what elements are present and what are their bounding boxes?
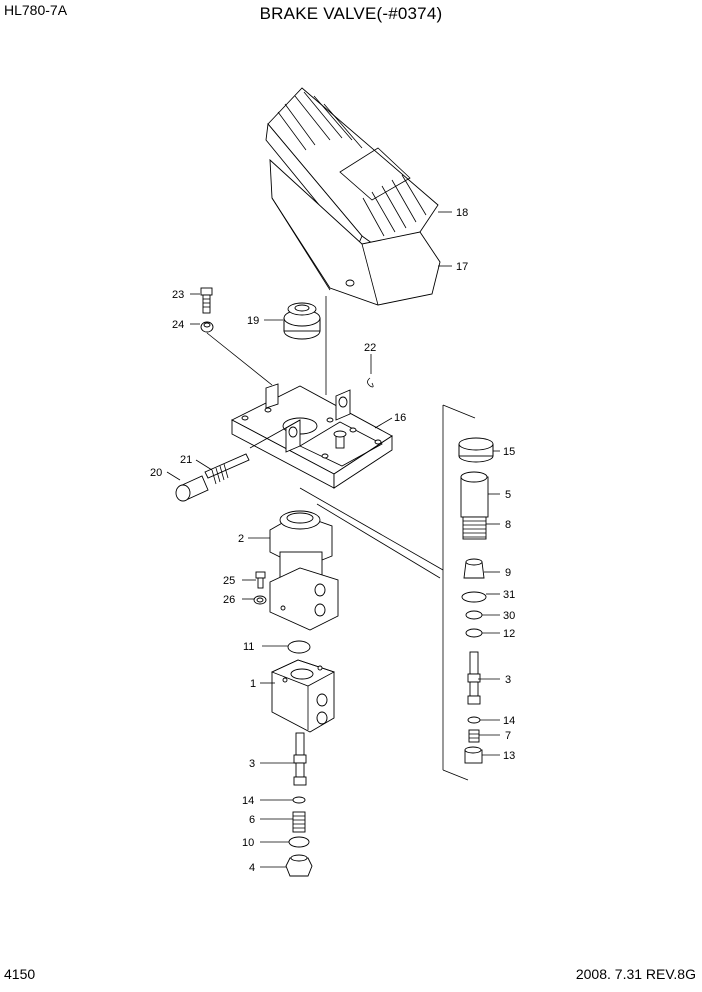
page-title: BRAKE VALVE(-#0374) bbox=[259, 4, 443, 23]
column-bracket-line bbox=[442, 769, 469, 781]
page-number: 4150 bbox=[4, 966, 36, 982]
callout-24: 24 bbox=[172, 319, 184, 331]
column-bracket-line bbox=[442, 404, 476, 419]
nut-part-24 bbox=[200, 321, 273, 386]
callout-16: 16 bbox=[394, 412, 406, 424]
callout-6: 6 bbox=[249, 814, 255, 826]
callout-10: 10 bbox=[242, 837, 254, 849]
ring-part-14-right bbox=[467, 716, 481, 724]
cap-part-13 bbox=[464, 746, 483, 764]
cover-part-15 bbox=[458, 437, 494, 463]
callout-21: 21 bbox=[180, 454, 192, 466]
spool-part-3-right bbox=[467, 651, 481, 705]
spring-part-8 bbox=[462, 516, 487, 540]
callout-5: 5 bbox=[505, 489, 511, 501]
valve-housing-part-2 bbox=[269, 510, 339, 631]
callout-18: 18 bbox=[456, 207, 468, 219]
bolt-part-25 bbox=[255, 571, 266, 589]
washer-part-26 bbox=[253, 595, 267, 605]
sleeve-part-5 bbox=[460, 471, 489, 518]
seal-part-12 bbox=[465, 628, 483, 638]
callout-11: 11 bbox=[243, 641, 254, 653]
callout-12: 12 bbox=[503, 628, 515, 640]
snap-ring-part-31 bbox=[461, 591, 487, 603]
callout-14: 14 bbox=[242, 795, 254, 807]
pedal-pad-part-18 bbox=[265, 87, 439, 251]
rubber-stopper-part-19 bbox=[283, 302, 321, 340]
reference-line bbox=[299, 487, 444, 571]
reference-line bbox=[249, 419, 301, 449]
o-ring-part-10 bbox=[288, 836, 310, 848]
spring-part-6 bbox=[292, 811, 306, 833]
callout-20: 20 bbox=[150, 467, 162, 479]
callout-3: 3 bbox=[249, 758, 255, 770]
callout-31: 31 bbox=[503, 589, 515, 601]
callout-13: 13 bbox=[503, 750, 515, 762]
callout-9: 9 bbox=[505, 567, 511, 579]
callout-1: 1 bbox=[250, 678, 256, 690]
callout-3-right: 3 bbox=[505, 674, 511, 686]
callout-7: 7 bbox=[505, 730, 511, 742]
callout-2: 2 bbox=[238, 533, 244, 545]
callout-17: 17 bbox=[456, 261, 468, 273]
pin-part-22 bbox=[367, 377, 374, 388]
revision-date: 2008. 7.31 REV.8G bbox=[575, 966, 696, 982]
plug-part-4 bbox=[285, 854, 313, 877]
washer-part-30 bbox=[465, 610, 483, 620]
callout-19: 19 bbox=[247, 315, 259, 327]
callout-26: 26 bbox=[223, 594, 235, 606]
ring-part-14 bbox=[292, 796, 306, 804]
pedal-bracket-part-17 bbox=[269, 158, 441, 395]
callout-15: 15 bbox=[503, 446, 515, 458]
callout-14-right: 14 bbox=[503, 715, 515, 727]
callout-23: 23 bbox=[172, 289, 184, 301]
retainer-part-9 bbox=[463, 558, 485, 579]
callout-4: 4 bbox=[249, 862, 255, 874]
pin-part-21 bbox=[204, 453, 250, 485]
o-ring-part-11 bbox=[287, 640, 311, 654]
callout-22: 22 bbox=[364, 342, 376, 354]
spring-part-7 bbox=[468, 729, 480, 743]
plug-cap-part-20 bbox=[175, 475, 209, 502]
base-plate-part-16 bbox=[231, 383, 393, 489]
reference-line bbox=[316, 503, 441, 579]
bolt-part-23 bbox=[200, 287, 213, 314]
valve-body-part-1 bbox=[270, 659, 336, 733]
callout-8: 8 bbox=[505, 519, 511, 531]
spool-part-3 bbox=[293, 732, 307, 786]
model-code: HL780-7A bbox=[4, 2, 68, 18]
callout-25: 25 bbox=[223, 575, 235, 587]
leader-lines bbox=[166, 211, 500, 868]
callout-30: 30 bbox=[503, 610, 515, 622]
